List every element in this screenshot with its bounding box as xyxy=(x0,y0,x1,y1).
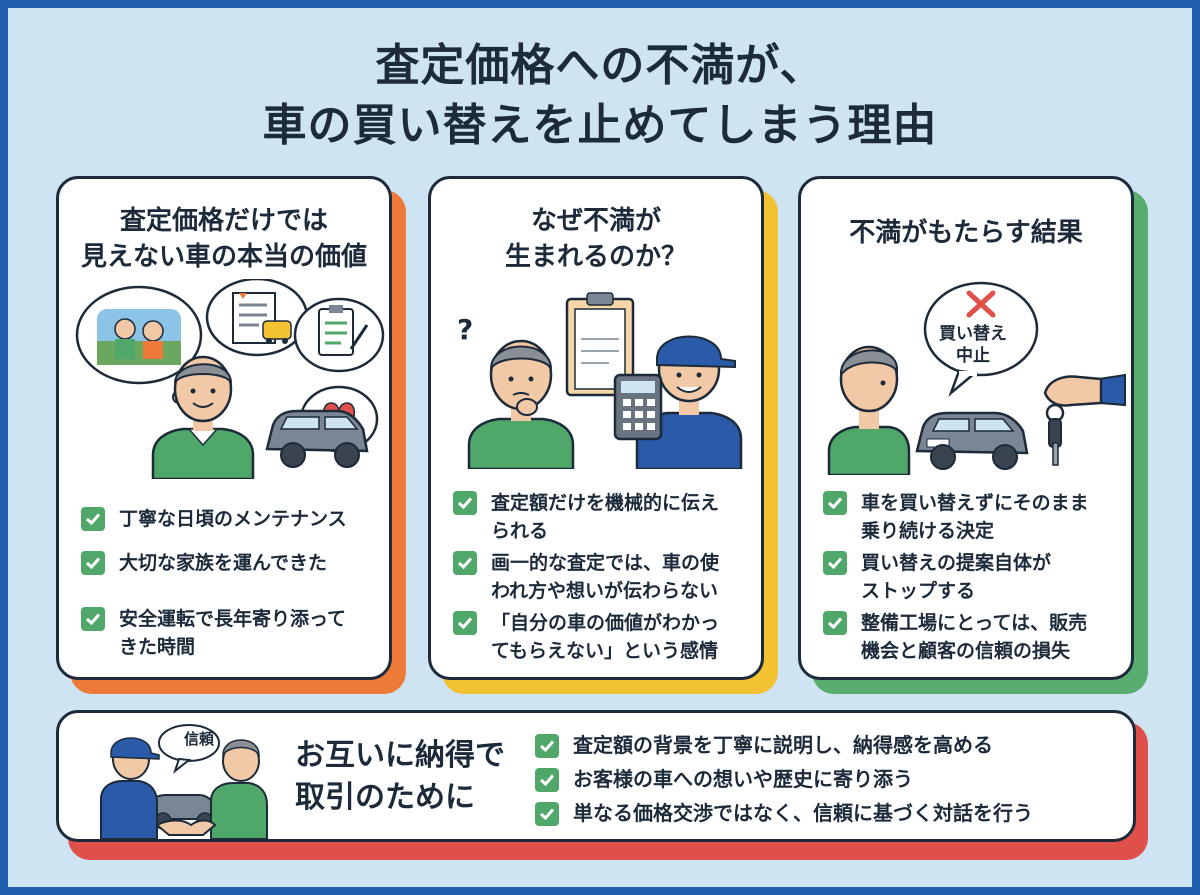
list-item-text: 車を買い替えずにそのまま乗り続ける決定 xyxy=(861,492,1089,542)
list-item: 大切な家族を運んできた xyxy=(81,549,327,577)
list-item: 査定額の背景を丁寧に説明し、納得感を高める xyxy=(535,731,993,759)
memories-illustration xyxy=(75,279,385,479)
result-card-title: 不満がもたらす結果 xyxy=(801,215,1131,251)
list-item: 車を買い替えずにそのまま乗り続ける決定 xyxy=(823,489,1089,545)
car-icon xyxy=(915,411,1029,470)
car-icon xyxy=(265,409,369,468)
list-item-text: 査定額だけを機械的に伝えられる xyxy=(491,492,720,542)
check-icon xyxy=(535,768,559,792)
list-item-text: 安全運転で長年寄り添ってきた時間 xyxy=(119,608,347,658)
check-icon xyxy=(453,491,477,515)
reason-checklist: 査定額だけを機械的に伝えられる 画一的な査定では、車の使われ方や想いが伝わらない… xyxy=(453,489,753,679)
check-icon xyxy=(81,551,105,575)
check-icon xyxy=(823,551,847,575)
list-item: 丁寧な日頃のメンテナンス xyxy=(81,505,347,533)
trust-speech-bubble-icon xyxy=(158,724,220,774)
check-icon xyxy=(823,611,847,635)
mutual-trust-title-line1: お互いに納得で xyxy=(295,738,505,773)
mutual-trust-title: お互いに納得で 取引のために xyxy=(295,735,505,819)
list-item: お客様の車への想いや歴史に寄り添う xyxy=(535,765,913,793)
result-card-title-line1: 不満がもたらす結果 xyxy=(849,218,1083,248)
family-thought-bubble-icon xyxy=(75,285,203,416)
mutual-trust-title-line2: 取引のために xyxy=(295,780,475,815)
clipboard-icon xyxy=(565,292,635,397)
result-checklist: 車を買い替えずにそのまま乗り続ける決定 買い替えの提案自体がストップする 整備工… xyxy=(823,489,1123,679)
list-item: 買い替えの提案自体がストップする xyxy=(823,549,1051,605)
handshake-illustration xyxy=(100,724,268,839)
check-icon xyxy=(453,611,477,635)
smiling-owner-icon xyxy=(151,355,255,479)
check-icon xyxy=(823,491,847,515)
customer-side-icon xyxy=(827,345,911,475)
reason-card-title-line2: 生まれるのか？ xyxy=(504,242,687,272)
result-card: 不満がもたらす結果 xyxy=(798,176,1148,694)
result-card-body: 不満がもたらす結果 xyxy=(798,176,1134,680)
value-card-title-line2: 見えない車の本当の価値 xyxy=(80,242,367,272)
reason-card-title-line1: なぜ不満が xyxy=(530,206,661,236)
value-card: 査定価格だけでは 見えない車の本当の価値 xyxy=(56,176,406,694)
list-item-text: 大切な家族を運んできた xyxy=(119,552,328,574)
maintenance-record-bubble-icon xyxy=(205,279,309,357)
mechanic-icon xyxy=(635,335,743,469)
value-card-body: 査定価格だけでは 見えない車の本当の価値 xyxy=(56,176,392,680)
list-item: 「自分の車の価値がわかってもらえない」という感情 xyxy=(453,609,719,665)
cancel-speech-bubble-icon xyxy=(923,281,1039,397)
check-icon xyxy=(535,734,559,758)
list-item: 画一的な査定では、車の使われ方や想いが伝わらない xyxy=(453,549,719,605)
list-item-text: 単なる価格交渉ではなく、信頼に基づく対話を行う xyxy=(573,801,1033,825)
handshake-icon xyxy=(155,819,217,836)
check-icon xyxy=(535,802,559,826)
check-icon xyxy=(81,507,105,531)
cancel-bubble-text: 買い替え 中止 xyxy=(929,323,1017,367)
list-item-text: お客様の車への想いや歴史に寄り添う xyxy=(573,767,913,791)
trust-bubble-text: 信頼 xyxy=(183,730,214,748)
mutual-trust-panel-body: 信頼 お互いに納得で 取引のために 査定額の背景を丁寧に説明し、納得感を高める … xyxy=(56,710,1136,842)
cancelled-purchase-illustration xyxy=(827,281,1126,475)
list-item: 安全運転で長年寄り添ってきた時間 xyxy=(81,605,346,661)
mechanic-icon xyxy=(100,737,160,839)
check-icon xyxy=(453,551,477,575)
cancel-bubble-line2: 中止 xyxy=(956,346,990,366)
list-item: 査定額だけを機械的に伝えられる xyxy=(453,489,719,545)
hand-holding-key-icon xyxy=(1043,373,1126,466)
calculator-icon xyxy=(613,373,663,441)
reason-card-title: なぜ不満が 生まれるのか？ xyxy=(431,203,761,275)
value-card-title-line1: 査定価格だけでは xyxy=(119,206,328,236)
cancel-bubble-line1: 買い替え xyxy=(939,324,1007,344)
page-title-line2: 車の買い替えを止めてしまう理由 xyxy=(262,100,938,151)
list-item: 整備工場にとっては、販売機会と顧客の信頼の損失 xyxy=(823,609,1087,665)
page-title: 査定価格への不満が、 車の買い替えを止めてしまう理由 xyxy=(0,36,1200,156)
customer-icon xyxy=(210,739,268,839)
value-card-title: 査定価格だけでは 見えない車の本当の価値 xyxy=(59,203,389,275)
check-icon xyxy=(81,607,105,631)
list-item-text: 買い替えの提案自体がストップする xyxy=(861,552,1052,602)
reason-card-body: なぜ不満が 生まれるのか？ ? xyxy=(428,176,764,680)
list-item-text: 画一的な査定では、車の使われ方や想いが伝わらない xyxy=(491,552,720,602)
list-item-text: 丁寧な日頃のメンテナンス xyxy=(119,508,347,530)
checklist-bubble-icon xyxy=(293,297,385,373)
list-item-text: 査定額の背景を丁寧に説明し、納得感を高める xyxy=(573,733,993,757)
list-item-text: 整備工場にとっては、販売機会と顧客の信頼の損失 xyxy=(861,612,1088,662)
value-checklist: 丁寧な日頃のメンテナンス 大切な家族を運んできた 安全運転で長年寄り添ってきた時… xyxy=(81,505,381,675)
question-mark-icon: ? xyxy=(457,313,473,346)
mutual-trust-panel: 信頼 お互いに納得で 取引のために 査定額の背景を丁寧に説明し、納得感を高める … xyxy=(56,710,1148,860)
list-item: 単なる価格交渉ではなく、信頼に基づく対話を行う xyxy=(535,799,1033,827)
reason-card: なぜ不満が 生まれるのか？ ? xyxy=(428,176,778,694)
appraisal-illustration: ? xyxy=(457,292,743,469)
list-item-text: 「自分の車の価値がわかってもらえない」という感情 xyxy=(491,612,720,662)
worried-customer-icon xyxy=(467,339,575,469)
page-title-line1: 査定価格への不満が、 xyxy=(375,40,825,91)
